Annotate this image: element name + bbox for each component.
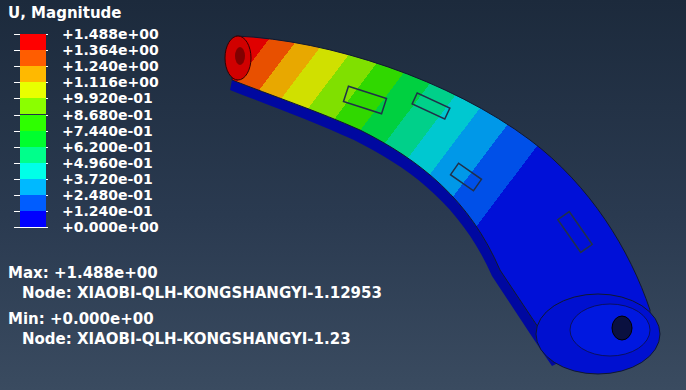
legend-swatch [20,34,46,50]
legend-swatch [20,66,46,82]
legend-swatch [20,131,46,147]
legend-swatch [20,147,46,163]
legend-value: +6.200e-01 [62,140,153,154]
legend-value: +8.680e-01 [62,108,153,122]
legend-value: +1.240e+00 [62,59,159,73]
legend-title: U, Magnitude [8,6,121,21]
legend-value: +1.240e-01 [62,204,153,218]
legend-swatch [20,115,46,131]
node-id: Node: XIAOBI-QLH-KONGSHANGYI-1.23 [22,332,351,347]
legend-value: +1.488e+00 [62,27,159,41]
legend-value: +3.720e-01 [62,172,153,186]
legend-value: +4.960e-01 [62,156,153,170]
extreme-value: Max: +1.488e+00 [8,266,158,281]
legend-swatch [20,163,46,179]
legend-swatch [20,211,46,227]
legend-swatch [20,179,46,195]
legend-value: +2.480e-01 [62,188,153,202]
legend-value: +7.440e-01 [62,124,153,138]
legend-swatch [20,98,46,114]
legend-value: +0.000e+00 [62,220,159,234]
legend-value: +1.116e+00 [62,75,159,89]
legend-value: +1.364e+00 [62,43,159,57]
extreme-value: Min: +0.000e+00 [8,312,154,327]
legend-swatch [20,50,46,66]
legend-swatch [20,82,46,98]
legend-swatch [20,195,46,211]
legend-value: +9.920e-01 [62,91,153,105]
node-id: Node: XIAOBI-QLH-KONGSHANGYI-1.12953 [22,286,382,301]
legend-tick [14,227,48,228]
